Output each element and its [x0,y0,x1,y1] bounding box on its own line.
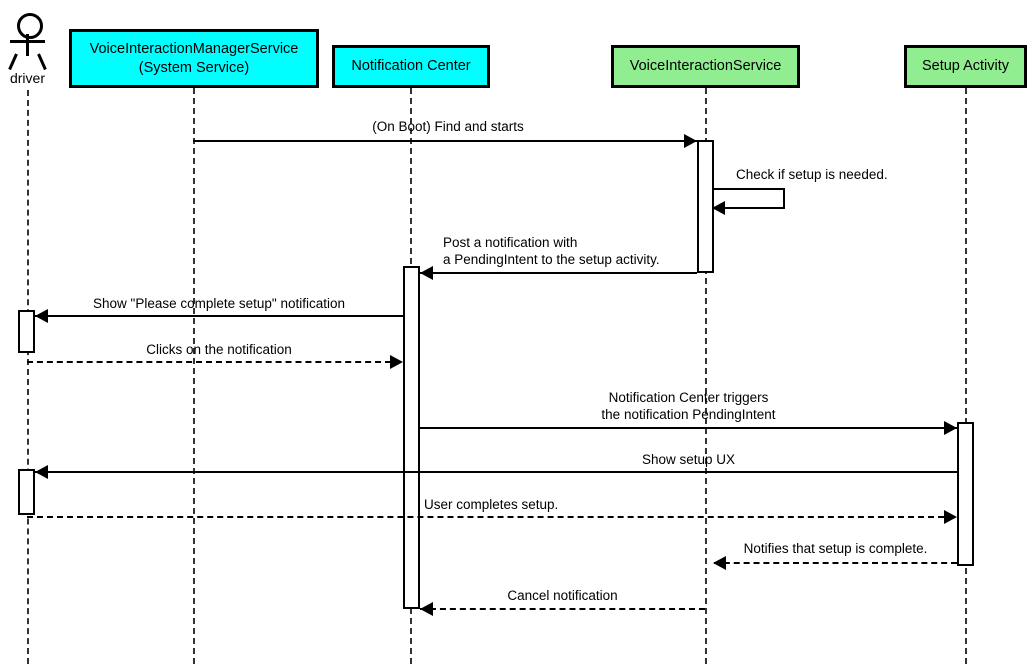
participant-label-voice-interaction-service: VoiceInteractionService [629,58,782,75]
lifeline-vims [193,88,195,664]
message-label-show-setup-ux: Show setup UX [641,452,736,467]
activation-bar-driver-2 [18,469,35,515]
message-arrowhead-check-if-setup-is-needed [712,201,725,215]
activation-bar-driver-1 [18,310,35,353]
message-arrowhead-on-boot-find-and-starts [684,134,697,148]
participant-box-setup-activity[interactable]: Setup Activity [904,45,1027,88]
message-arrowhead-show-setup-ux [35,465,48,479]
message-arrowhead-cancel-notification [420,602,433,616]
actor-head-icon [17,13,43,39]
actor-arms-icon [10,40,45,43]
message-line-notifies-that-setup-is-complete [714,562,957,564]
participant-box-vims[interactable]: VoiceInteractionManagerService (System S… [69,29,319,88]
message-line-show-setup-ux [35,471,957,473]
message-label-show-please-complete-setup-notification: Show "Please complete setup" notificatio… [93,296,345,311]
message-selfloop-check-if-setup-is-needed [713,188,785,209]
actor-leg-left-icon [8,53,18,71]
activation-bar-notification-center [403,266,420,609]
message-label-user-completes-setup: User completes setup. [424,497,559,512]
message-line-post-a-notification [420,272,697,274]
lifeline-setup-activity [965,88,967,664]
actor-leg-right-icon [37,53,47,71]
actor-label-driver: driver [9,70,45,86]
message-line-notification-center-triggers [420,427,957,429]
lifeline-driver [27,90,29,664]
message-arrowhead-notifies-that-setup-is-complete [713,556,726,570]
activation-bar-setup-activity [957,422,974,566]
message-label-on-boot-find-and-starts: (On Boot) Find and starts [372,119,524,134]
message-label-post-a-notification-line2: a PendingIntent to the setup activity. [443,252,660,267]
message-label-clicks-on-the-notification: Clicks on the notification [146,342,292,357]
participant-box-voice-interaction-service[interactable]: VoiceInteractionService [611,45,800,88]
message-arrowhead-post-a-notification [420,266,433,280]
message-label-notifies-that-setup-is-complete: Notifies that setup is complete. [743,541,928,556]
participant-label-setup-activity: Setup Activity [921,58,1010,75]
message-label-post-a-notification-line1: Post a notification with [443,235,578,250]
message-arrowhead-notification-center-triggers [944,421,957,435]
message-line-cancel-notification [420,608,705,610]
participant-box-notification-center[interactable]: Notification Center [332,45,490,88]
message-line-user-completes-setup [27,516,944,518]
message-label-cancel-notification: Cancel notification [507,588,618,603]
actor-body-icon [26,34,29,56]
lifeline-voice-interaction-service [705,88,707,664]
message-line-show-please-complete-setup-notification [35,315,403,317]
participant-label-vims: VoiceInteractionManagerService (System S… [89,41,299,76]
message-arrowhead-clicks-on-the-notification [390,355,403,369]
message-label-notification-center-triggers-line1: Notification Center triggers [608,390,769,405]
message-line-on-boot-find-and-starts [193,140,697,142]
message-label-check-if-setup-is-needed: Check if setup is needed. [736,167,888,182]
message-line-clicks-on-the-notification [27,361,391,363]
message-arrowhead-user-completes-setup [944,510,957,524]
message-arrowhead-show-please-complete-setup-notification [35,309,48,323]
message-label-notification-center-triggers-line2: the notification PendingIntent [601,407,776,422]
participant-label-notification-center: Notification Center [351,58,471,75]
